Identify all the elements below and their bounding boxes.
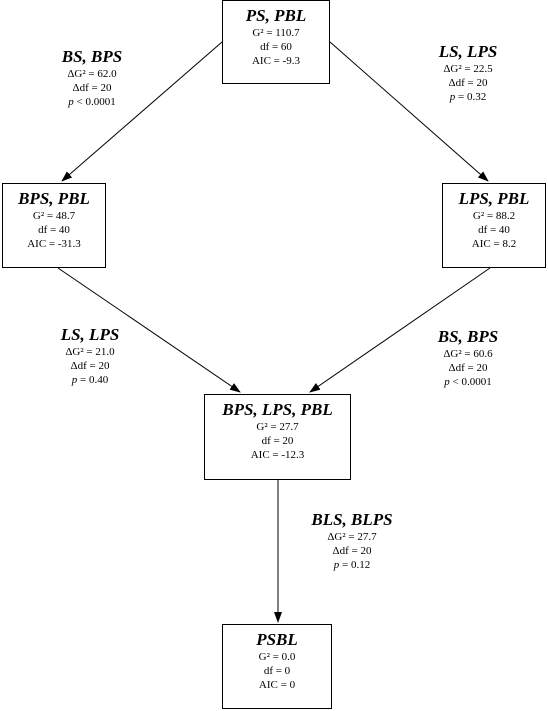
node-df: df = 60 — [260, 41, 292, 53]
edge-title: BS, BPS — [61, 47, 123, 66]
p-symbol: p — [449, 91, 456, 103]
edge-delta-g2: ΔG² = 62.0 — [67, 68, 117, 80]
p-value-text: = 0.40 — [77, 374, 109, 386]
edge-delta-df: Δdf = 20 — [332, 545, 372, 557]
p-value-text: < 0.0001 — [73, 96, 116, 108]
edge-label-top-left: BS, BPS ΔG² = 62.0 Δdf = 20 p < 0.0001 — [42, 47, 142, 109]
node-g2: G² = 27.7 — [256, 421, 299, 433]
node-aic: AIC = -31.3 — [27, 238, 81, 250]
edge-delta-df: Δdf = 20 — [448, 77, 488, 89]
p-value-text: = 0.12 — [339, 559, 371, 571]
node-psbl: PSBL G² = 0.0 df = 0 AIC = 0 — [222, 624, 332, 709]
edge-title: BS, BPS — [437, 327, 499, 346]
edge-p-value: p < 0.0001 — [42, 95, 142, 109]
node-df: df = 0 — [263, 665, 291, 677]
edge-p-value: p = 0.12 — [300, 558, 404, 572]
edge-delta-g2: ΔG² = 60.6 — [443, 348, 493, 360]
p-value-text: < 0.0001 — [449, 376, 492, 388]
edge-top-left-arrow — [61, 41, 223, 182]
edge-p-value: p = 0.32 — [418, 90, 518, 104]
p-symbol: p — [68, 96, 74, 108]
edge-delta-df: Δdf = 20 — [448, 362, 488, 374]
node-title: BPS, PBL — [18, 189, 90, 208]
edge-right-middle-arrow — [309, 267, 491, 393]
edge-delta-g2: ΔG² = 22.5 — [443, 63, 493, 75]
edge-delta-df: Δdf = 20 — [72, 82, 112, 94]
node-aic: AIC = -12.3 — [250, 449, 305, 461]
edge-top-right-arrow — [329, 41, 489, 182]
edge-title: BLS, BLPS — [311, 510, 393, 529]
node-g2: G² = 0.0 — [258, 651, 296, 663]
p-symbol: p — [444, 376, 450, 388]
node-ps-pbl: PS, PBL G² = 110.7 df = 60 AIC = -9.3 — [222, 0, 330, 84]
edge-label-top-right: LS, LPS ΔG² = 22.5 Δdf = 20 p = 0.32 — [418, 42, 518, 104]
node-title: PS, PBL — [245, 6, 307, 25]
node-title: BPS, LPS, PBL — [222, 400, 333, 419]
edge-title: LS, LPS — [438, 42, 498, 61]
node-lps-pbl: LPS, PBL G² = 88.2 df = 40 AIC = 8.2 — [442, 183, 546, 268]
node-g2: G² = 110.7 — [252, 27, 300, 39]
node-aic: AIC = -9.3 — [251, 55, 301, 67]
edge-label-middle-bottom: BLS, BLPS ΔG² = 27.7 Δdf = 20 p = 0.12 — [300, 510, 404, 572]
node-bps-lps-pbl: BPS, LPS, PBL G² = 27.7 df = 20 AIC = -1… — [204, 394, 351, 480]
edge-label-right-middle: BS, BPS ΔG² = 60.6 Δdf = 20 p < 0.0001 — [418, 327, 518, 389]
node-df: df = 20 — [261, 435, 294, 447]
node-bps-pbl: BPS, PBL G² = 48.7 df = 40 AIC = -31.3 — [2, 183, 106, 268]
edge-p-value: p < 0.0001 — [418, 375, 518, 389]
edge-p-value: p = 0.40 — [40, 373, 140, 387]
edge-left-middle-arrow — [57, 267, 241, 393]
edge-delta-g2: ΔG² = 27.7 — [327, 531, 377, 543]
p-symbol: p — [71, 374, 78, 386]
edge-delta-df: Δdf = 20 — [70, 360, 110, 372]
p-value-text: = 0.32 — [455, 91, 487, 103]
node-g2: G² = 48.7 — [32, 210, 76, 222]
node-df: df = 40 — [38, 224, 70, 236]
edge-title: LS, LPS — [60, 325, 120, 344]
edge-label-left-middle: LS, LPS ΔG² = 21.0 Δdf = 20 p = 0.40 — [40, 325, 140, 387]
edge-delta-g2: ΔG² = 21.0 — [65, 346, 115, 358]
node-aic: AIC = 0 — [258, 679, 296, 691]
p-symbol: p — [333, 559, 340, 571]
node-g2: G² = 88.2 — [472, 210, 516, 222]
node-aic: AIC = 8.2 — [471, 238, 517, 250]
node-title: LPS, PBL — [458, 189, 530, 208]
node-df: df = 40 — [478, 224, 510, 236]
node-title: PSBL — [256, 630, 298, 649]
